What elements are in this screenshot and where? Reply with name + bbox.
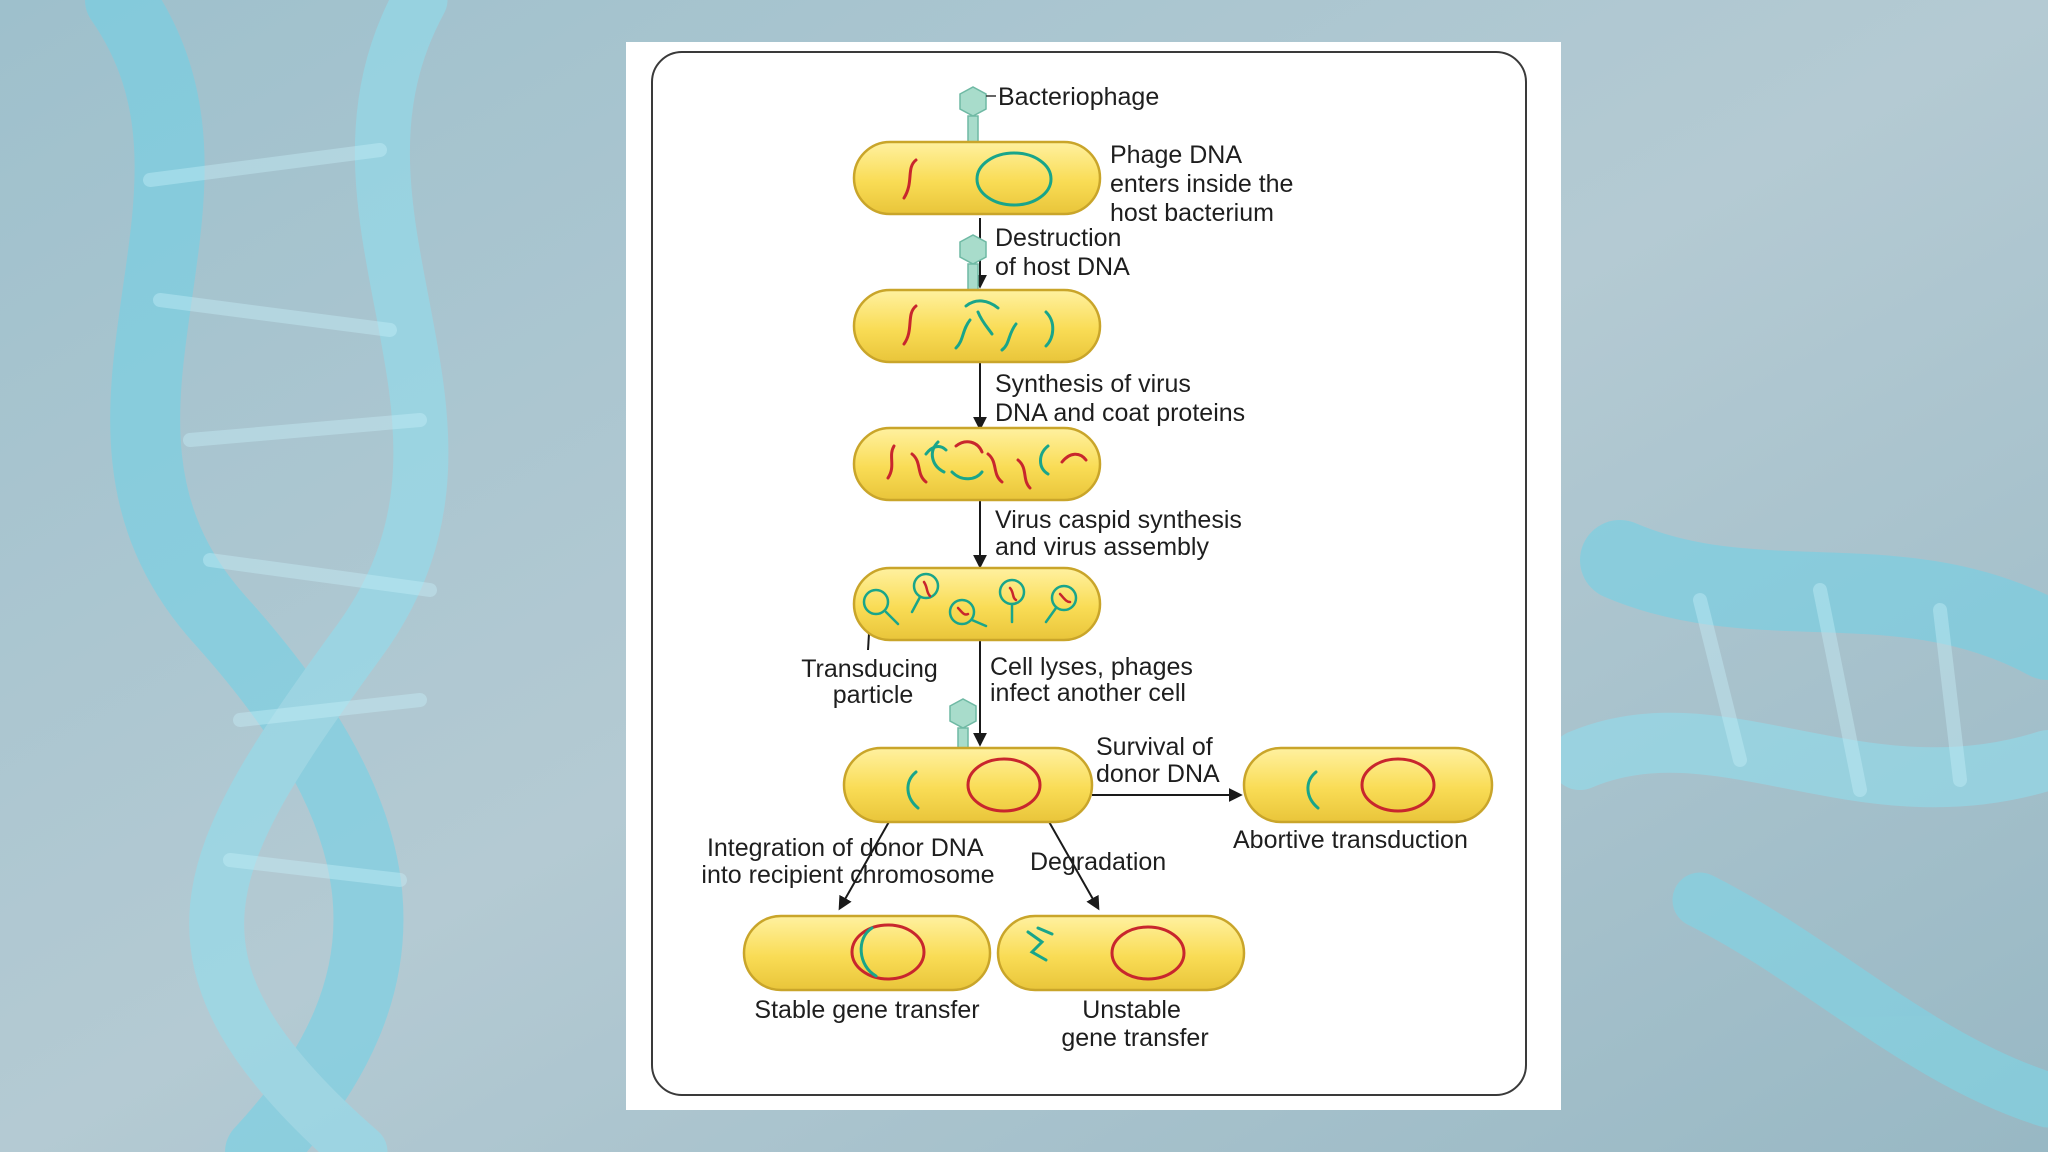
label-abortive: Abortive transduction	[1233, 826, 1468, 854]
label-lyses: Cell lyses, phages infect another cell	[990, 653, 1200, 707]
cell-abortive	[1242, 746, 1494, 824]
label-synthesis: Synthesis of virus DNA and coat proteins	[995, 370, 1245, 427]
label-destruction: Destruction of host DNA	[995, 224, 1130, 281]
label-bacteriophage: Bacteriophage	[998, 83, 1159, 111]
diagram-card: Bacteriophage Phage DNA enters inside th…	[626, 42, 1561, 1110]
label-phage-dna-enters: Phage DNA enters inside the host bacteri…	[1110, 141, 1300, 227]
label-integration: Integration of donor DNA into recipient …	[701, 834, 994, 889]
label-degradation: Degradation	[1030, 848, 1166, 876]
label-unstable: Unstable gene transfer	[1061, 996, 1208, 1052]
label-survival: Survival of donor DNA	[1096, 733, 1220, 788]
cell-unstable	[996, 914, 1246, 992]
phage-infect-icon	[949, 698, 977, 755]
arrow-integration	[838, 819, 891, 911]
arrow-degradation	[1047, 819, 1100, 911]
label-transducing: Transducing particle	[801, 655, 945, 709]
cell-assembly	[852, 566, 1102, 642]
transduction-diagram: Bacteriophage Phage DNA enters inside th…	[651, 51, 1527, 1096]
label-caspid: Virus caspid synthesis and virus assembl…	[995, 506, 1249, 561]
label-stable: Stable gene transfer	[754, 996, 979, 1024]
cell-stable	[742, 914, 992, 992]
cell-synthesis	[852, 426, 1102, 502]
